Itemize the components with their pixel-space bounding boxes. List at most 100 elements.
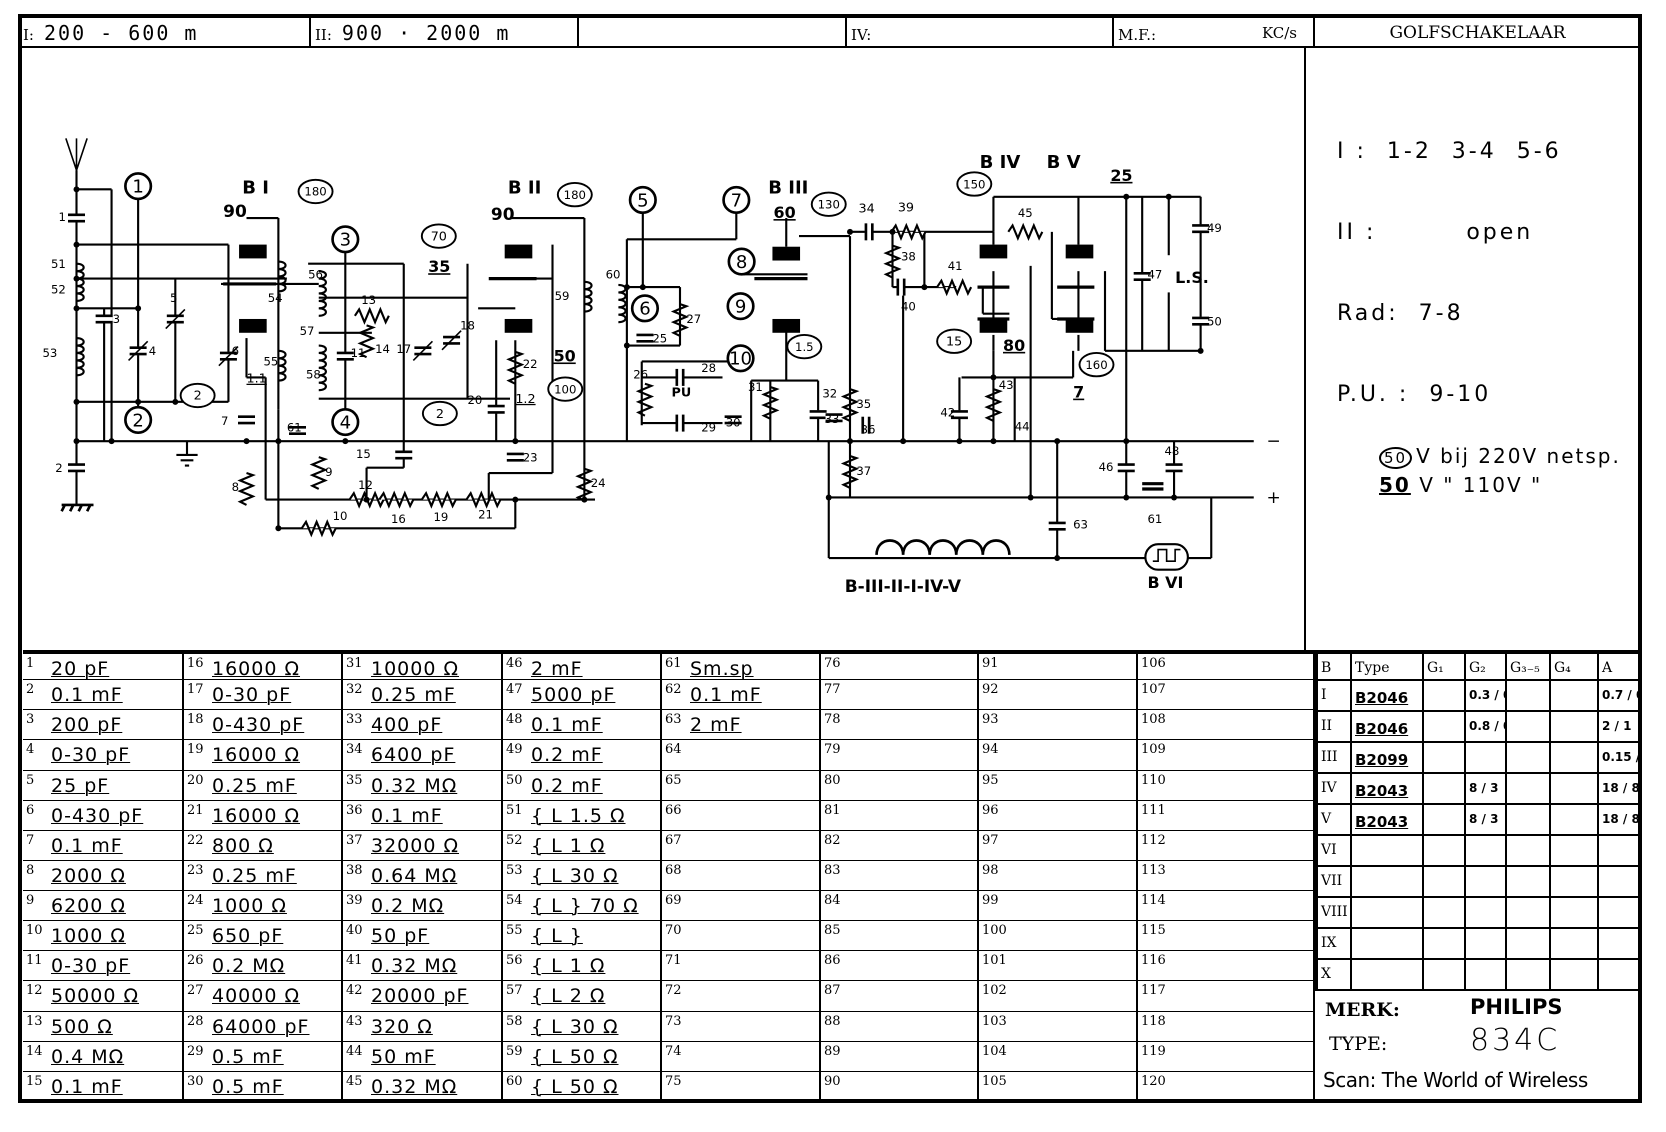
resistor bbox=[237, 472, 256, 506]
schematic-label: 25 bbox=[1110, 166, 1132, 185]
resistor bbox=[506, 350, 525, 385]
tube-cell-text: 0.3 / 0.1 bbox=[1469, 688, 1505, 702]
tube-table-header: G₁ bbox=[1424, 650, 1466, 681]
terminal-number: 1 bbox=[132, 177, 143, 198]
component-number: 45 bbox=[1018, 206, 1033, 220]
tube-table-cell: B2046 bbox=[1352, 712, 1424, 743]
part-value: 1000 Ω bbox=[212, 895, 287, 918]
resistor bbox=[357, 324, 376, 359]
junction-dot bbox=[73, 186, 80, 193]
component-number: 20 bbox=[468, 393, 483, 407]
tube-table-cell: B2099 bbox=[1352, 743, 1424, 774]
part-value: 2 mF bbox=[531, 658, 583, 680]
junction-dot bbox=[825, 494, 832, 501]
terminal-circle bbox=[727, 247, 756, 276]
part-value: 6200 Ω bbox=[51, 895, 126, 918]
schematic-label: B IV bbox=[980, 152, 1021, 173]
component-number: 17 bbox=[396, 342, 411, 356]
parts-list-cell: 107 bbox=[1138, 680, 1315, 711]
part-value: 0.1 mF bbox=[531, 714, 603, 737]
tube-table-cell: VII bbox=[1315, 867, 1352, 898]
parts-list-cell: 86 bbox=[821, 951, 979, 982]
part-number: 9 bbox=[26, 893, 35, 909]
tube-table-cell bbox=[1551, 929, 1599, 960]
part-value: 0.1 mF bbox=[690, 684, 762, 707]
parts-list-cell: 64 bbox=[662, 740, 821, 771]
band-2-cell: II:900 · 2000 m bbox=[311, 14, 579, 48]
part-number: 100 bbox=[982, 923, 1007, 939]
tube-table-cell bbox=[1424, 960, 1466, 991]
part-number: 23 bbox=[187, 862, 204, 878]
tube-table-cell: IX bbox=[1315, 929, 1352, 960]
tube-table-cell bbox=[1551, 774, 1599, 805]
schematic-label: 150 bbox=[963, 177, 985, 191]
switch-note: P.U. : 9-10 bbox=[1337, 382, 1492, 407]
part-value: 0.5 mF bbox=[212, 1075, 284, 1098]
capacitor-gap bbox=[395, 450, 413, 460]
junction-dot bbox=[581, 496, 588, 503]
part-number: 88 bbox=[824, 1013, 841, 1029]
part-value: 0.25 mF bbox=[371, 684, 456, 707]
parts-list-cell: 65 bbox=[662, 770, 821, 801]
part-number: 6 bbox=[26, 802, 35, 818]
part-number: 16 bbox=[187, 656, 204, 671]
component-number: 48 bbox=[1165, 444, 1180, 458]
component-number: 54 bbox=[268, 291, 283, 305]
part-number: 105 bbox=[982, 1073, 1007, 1089]
tube-table-cell bbox=[1424, 681, 1466, 712]
part-number: 35 bbox=[346, 772, 363, 788]
tube-table-cell: 0.7 / 0.5 bbox=[1599, 681, 1642, 712]
tube-table-cell bbox=[1352, 836, 1424, 867]
component-number: 19 bbox=[434, 510, 449, 524]
resistor bbox=[936, 277, 973, 297]
terminal-circle bbox=[331, 407, 360, 437]
tube-table-cell bbox=[1599, 960, 1642, 991]
part-number: 8 bbox=[26, 862, 35, 878]
part-number: 68 bbox=[665, 862, 682, 878]
part-value: 0.32 MΩ bbox=[371, 774, 458, 797]
part-value: 650 pF bbox=[212, 925, 284, 948]
resistor bbox=[984, 388, 1003, 422]
parts-list-cell: 90 bbox=[821, 1071, 979, 1102]
part-number: 14 bbox=[26, 1043, 43, 1059]
wire bbox=[412, 340, 434, 361]
parts-list-cell: 55{ L } bbox=[503, 921, 662, 952]
resistor bbox=[883, 244, 902, 279]
part-value: 0-430 pF bbox=[51, 804, 144, 827]
parts-list-cell: 84 bbox=[821, 891, 979, 922]
mf-label: M.F.: bbox=[1118, 26, 1157, 44]
junction-dot bbox=[73, 241, 80, 248]
junction-dot bbox=[342, 438, 349, 445]
tube-table-cell bbox=[1507, 929, 1551, 960]
value-oval bbox=[297, 178, 334, 205]
component-number: 11 bbox=[351, 346, 366, 360]
parts-list-cell: 72 bbox=[662, 981, 821, 1012]
part-number: 20 bbox=[187, 772, 204, 788]
terminal-node: 4 bbox=[331, 407, 360, 437]
resistor bbox=[890, 222, 927, 241]
schematic-label: 1.5 bbox=[795, 340, 814, 354]
schematic-label: − bbox=[1267, 431, 1281, 451]
part-number: 63 bbox=[665, 712, 682, 728]
part-number: 7 bbox=[26, 832, 35, 848]
schematic-label: B I bbox=[242, 178, 269, 199]
junction-dot bbox=[243, 438, 250, 445]
tube-table-cell bbox=[1599, 898, 1642, 929]
part-value: 2 mF bbox=[690, 714, 742, 737]
tube-cell-text: VI bbox=[1321, 842, 1337, 858]
parts-list-cell: 100 bbox=[979, 921, 1138, 952]
component-number: 57 bbox=[300, 324, 315, 338]
part-number: 21 bbox=[187, 802, 204, 818]
tube-cell-text: I bbox=[1321, 687, 1327, 703]
